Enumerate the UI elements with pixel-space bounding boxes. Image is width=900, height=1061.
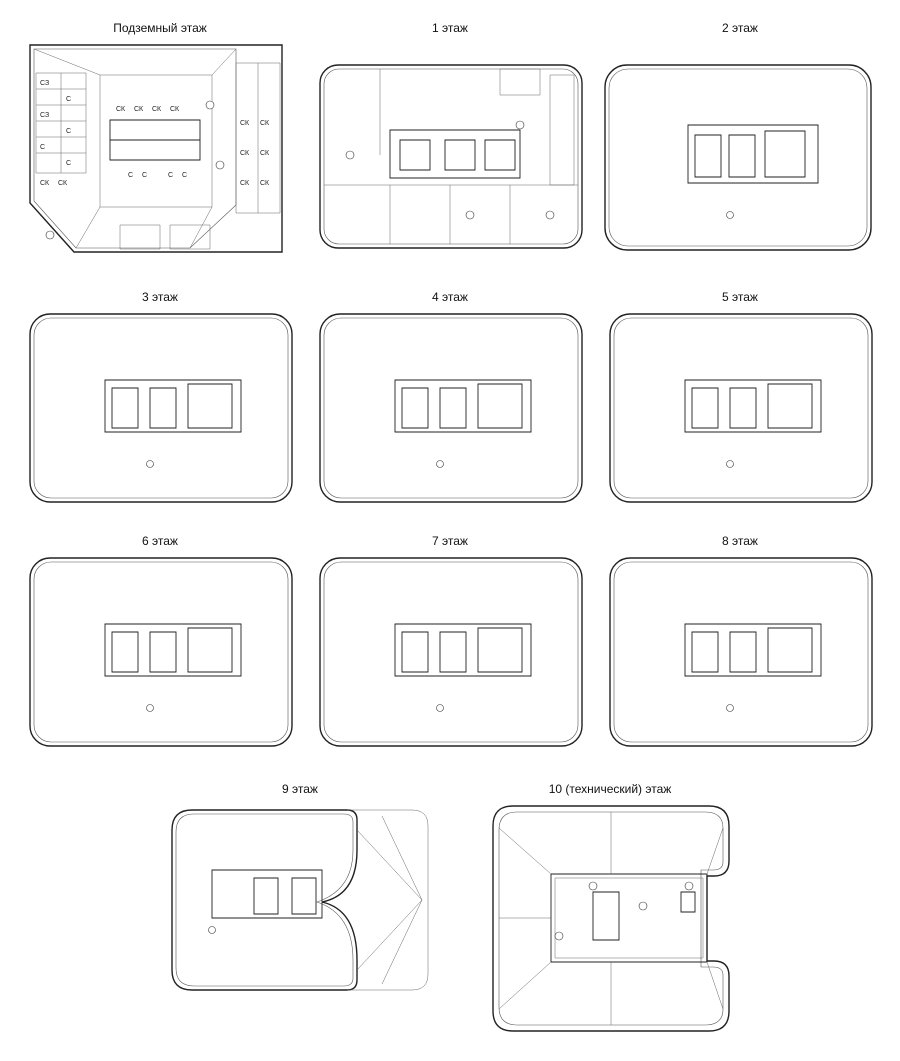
caption-basement: Подземный этаж — [113, 21, 207, 35]
mark-s-8: С — [182, 172, 187, 179]
mark-sk-2: СК — [58, 180, 68, 187]
mark-s-7: С — [168, 172, 173, 179]
caption-floor-7: 7 этаж — [432, 534, 468, 548]
plan-floor-9 — [172, 810, 428, 990]
plan-floor-2 — [605, 65, 871, 250]
caption-floor-3: 3 этаж — [142, 290, 178, 304]
plan-floor-4 — [320, 314, 582, 502]
caption-floor-2: 2 этаж — [722, 21, 758, 35]
mark-sk-10: СК — [260, 150, 270, 157]
mark-sk-4: СК — [134, 106, 144, 113]
caption-floor-8: 8 этаж — [722, 534, 758, 548]
mark-sk-9: СК — [240, 150, 250, 157]
mark-s-2: С — [66, 96, 71, 103]
mark-sz: СЗ — [40, 80, 49, 87]
mark-s-5: С — [128, 172, 133, 179]
mark-sk-8: СК — [260, 120, 270, 127]
caption-floor-9: 9 этаж — [282, 782, 318, 796]
caption-floor-4: 4 этаж — [432, 290, 468, 304]
caption-floor-5: 5 этаж — [722, 290, 758, 304]
caption-floor-6: 6 этаж — [142, 534, 178, 548]
mark-sz-2: СЗ — [40, 112, 49, 119]
mark-sk-11: СК — [240, 180, 250, 187]
caption-floor-10: 10 (технический) этаж — [548, 782, 672, 796]
plan-floor-7 — [320, 558, 582, 746]
plan-floor-5 — [610, 314, 872, 502]
mark-sk-5: СК — [152, 106, 162, 113]
mark-s-6: С — [142, 172, 147, 179]
mark-sk-6: СК — [170, 106, 180, 113]
mark-sk-12: СК — [260, 180, 270, 187]
caption-floor-1: 1 этаж — [432, 21, 468, 35]
mark-sk-3: СК — [116, 106, 126, 113]
plan-basement: СЗ СЗ С С С С СК СК СК СК СК СК С С С С … — [30, 45, 282, 252]
plan-floor-8 — [610, 558, 872, 746]
mark-sk: СК — [40, 180, 50, 187]
plan-floor-10 — [493, 806, 729, 1031]
mark-sk-7: СК — [240, 120, 250, 127]
mark-s: С — [40, 144, 45, 151]
mark-s-4: С — [66, 160, 71, 167]
plan-floor-6 — [30, 558, 292, 746]
plan-floor-3 — [30, 314, 292, 502]
mark-s-3: С — [66, 128, 71, 135]
parking-row-left — [36, 73, 86, 173]
plan-floor-1 — [320, 65, 582, 248]
